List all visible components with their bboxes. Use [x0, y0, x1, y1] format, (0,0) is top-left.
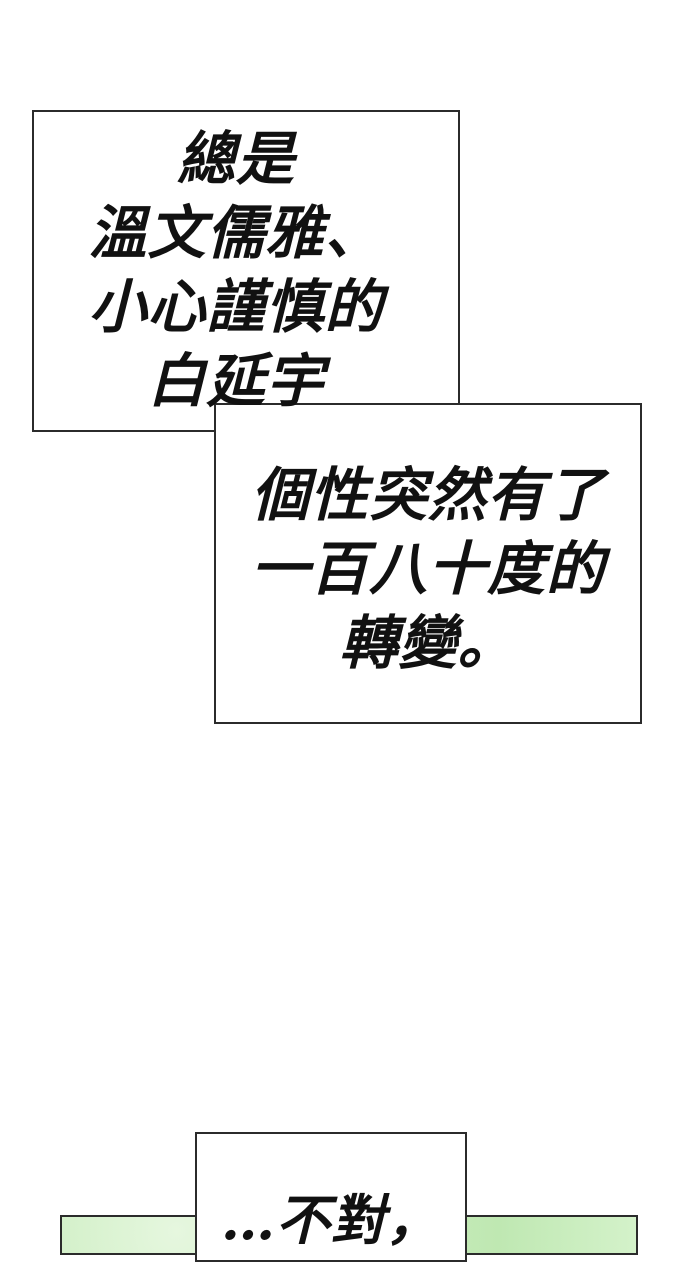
caption-line: 轉變。	[339, 609, 517, 677]
caption-text-part-2: 個性突然有了 一百八十度的 轉變。	[222, 458, 634, 680]
caption-line: 總是	[176, 125, 295, 193]
caption-line: 一百八十度的	[250, 535, 605, 603]
caption-line: 個性突然有了	[250, 461, 605, 529]
caption-line: 白延宇	[147, 347, 325, 415]
caption-line: 小心謹慎的	[88, 273, 384, 341]
caption-box-bottom	[214, 403, 642, 724]
caption-line: …不對，	[221, 1188, 441, 1252]
caption-line: 溫文儒雅、	[88, 199, 384, 267]
caption-text-part-1: 總是 溫文儒雅、 小心謹慎的 白延宇	[36, 122, 436, 418]
caption-box-top	[32, 110, 460, 432]
caption-text-lower: …不對，	[200, 1185, 462, 1255]
caption-box-joint	[216, 405, 458, 430]
